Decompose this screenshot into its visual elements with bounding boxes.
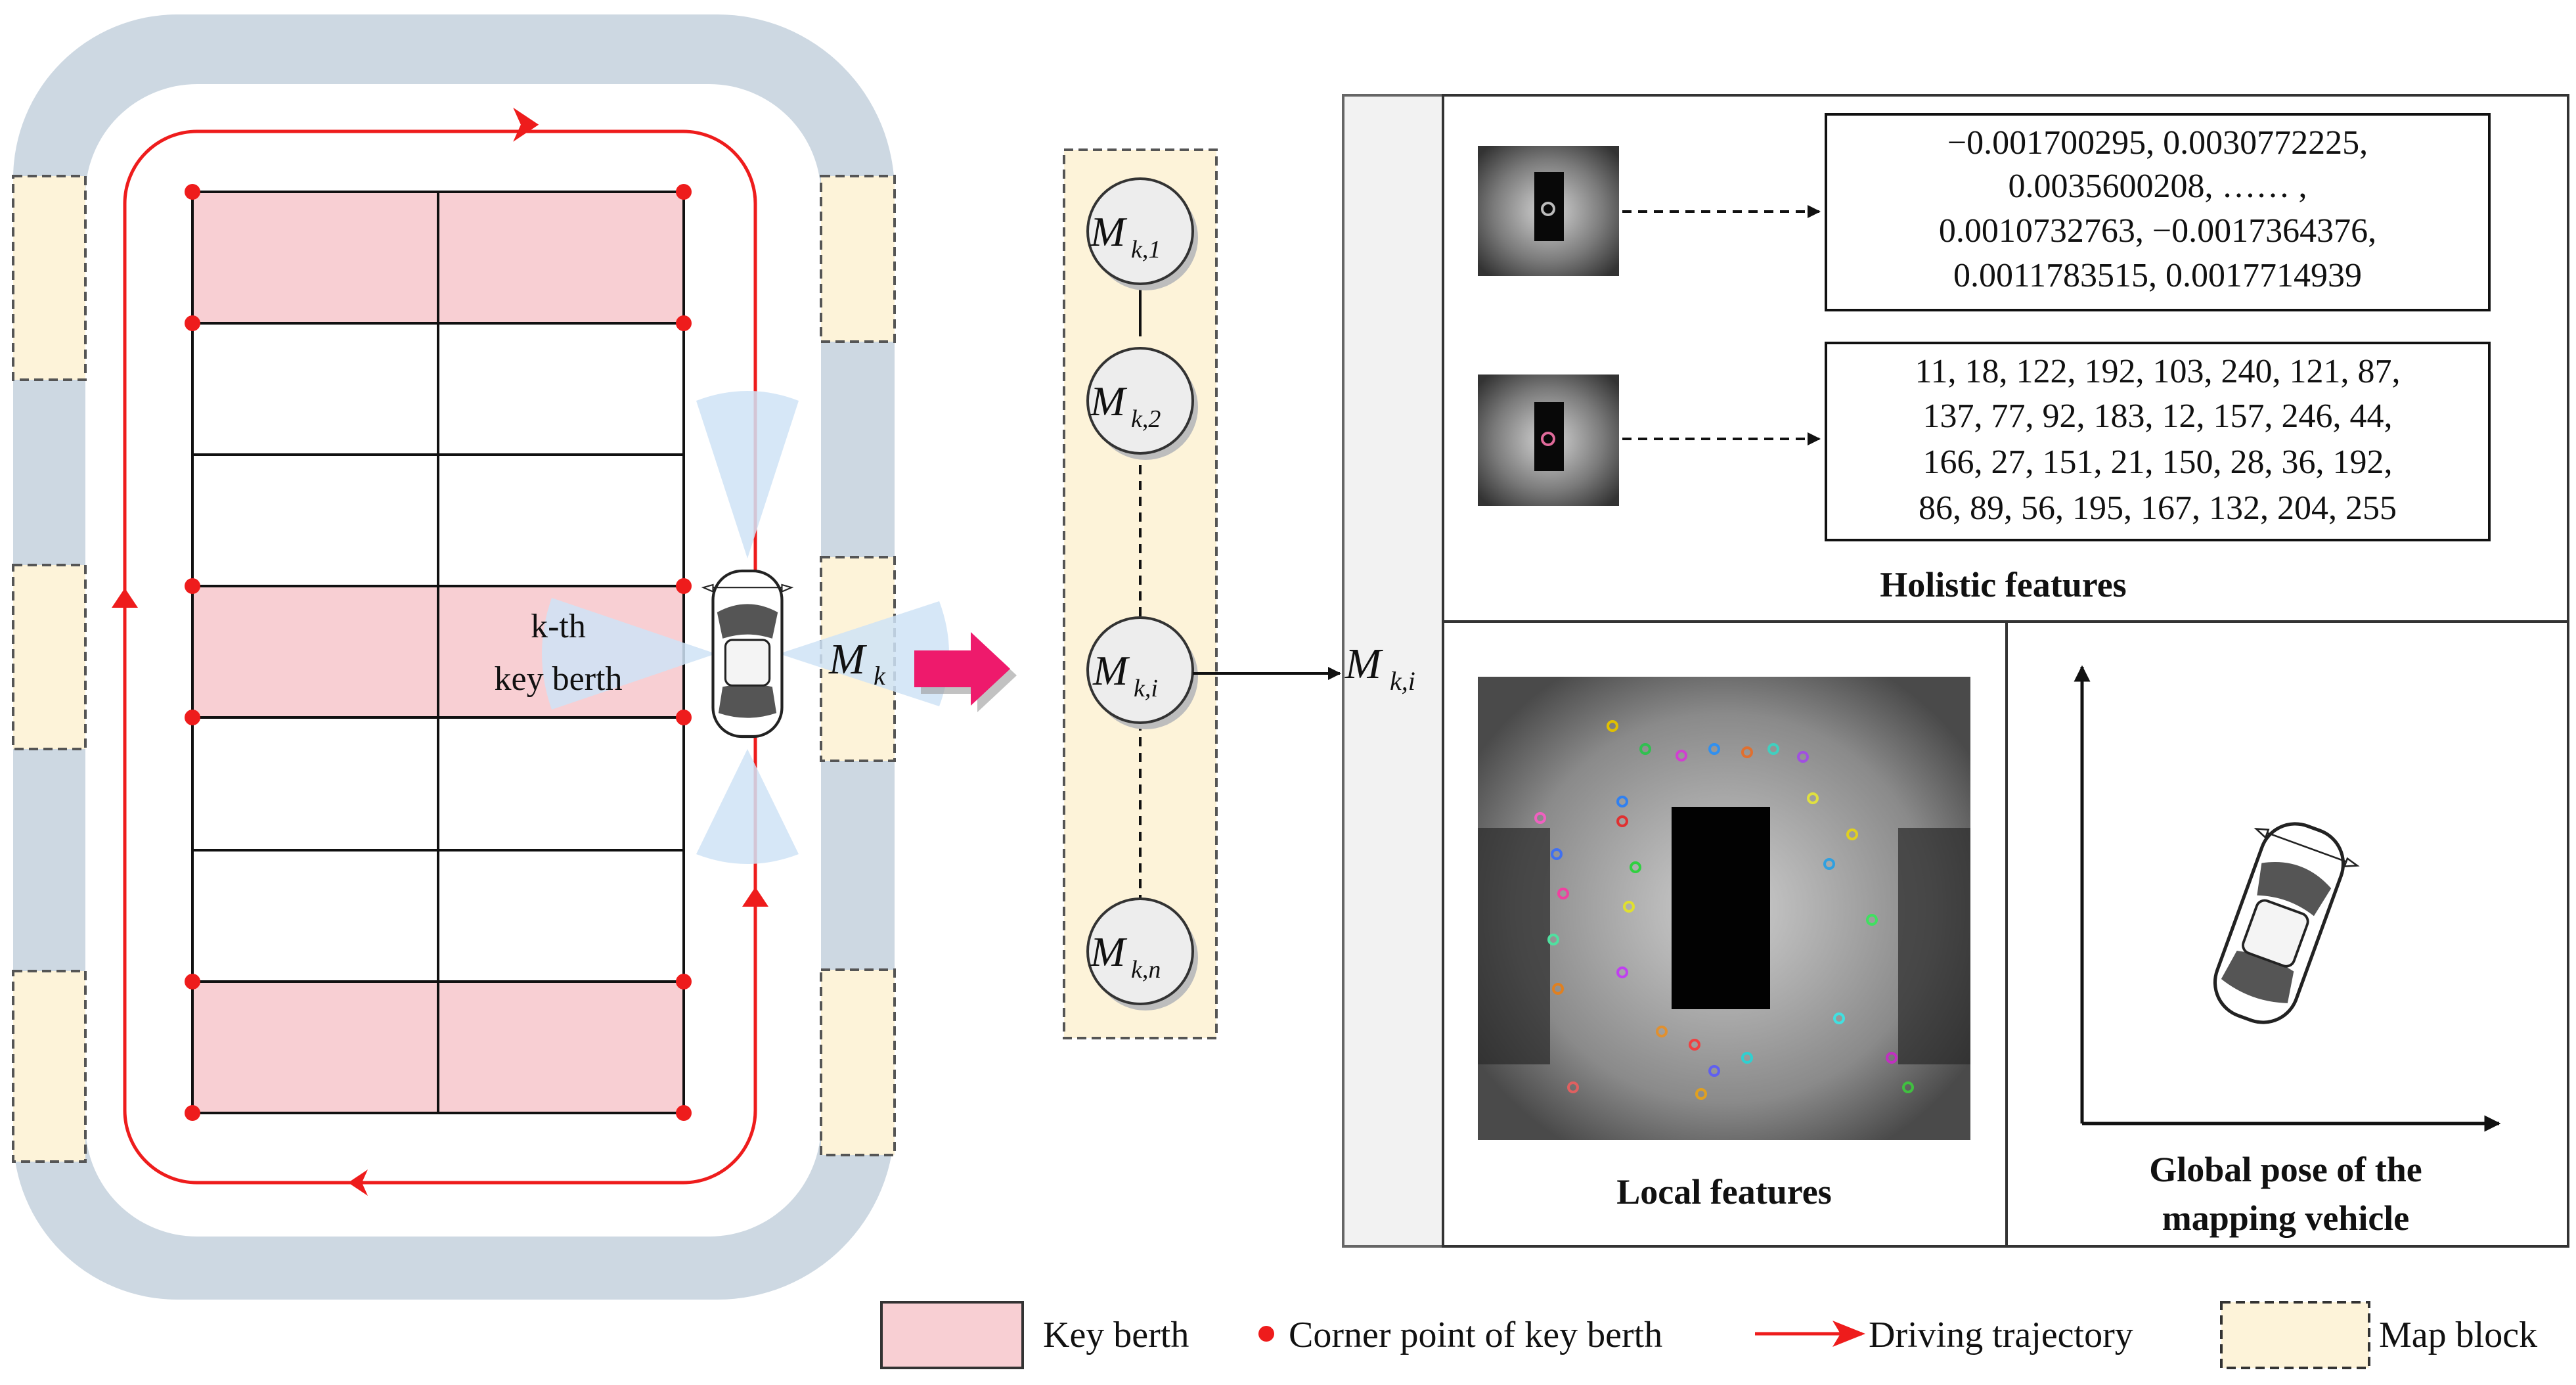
pose-node-kn: M k,n (1086, 897, 1198, 1010)
svg-text:M: M (1090, 208, 1128, 255)
svg-text:M: M (1344, 640, 1384, 688)
sensor-cone-left (542, 598, 716, 710)
driving-trajectory (123, 129, 757, 1185)
svg-text:0.0010732763, −0.0017364376,: 0.0010732763, −0.0017364376, (1939, 212, 2376, 250)
svg-text:M: M (1090, 928, 1128, 975)
legend-key-berth: Key berth (880, 1301, 1189, 1369)
sensor-cone-right (779, 601, 949, 706)
holistic-thumbnail-2 (1478, 375, 1619, 506)
svg-text:k,n: k,n (1131, 956, 1161, 984)
svg-text:M: M (1090, 378, 1128, 424)
svg-text:M: M (1092, 647, 1130, 694)
legend: Key berth Corner point of key berth Driv… (880, 1301, 2537, 1369)
local-features-title: Local features (1616, 1172, 1831, 1212)
keypoint-markers (1534, 720, 1914, 1100)
holistic-vector-1: −0.001700295, 0.0030772225, 0.0035600208… (1939, 124, 2376, 294)
trajectory-arrowheads (112, 107, 768, 1196)
legend-map-block: Map block (2220, 1301, 2537, 1369)
holistic-features-title: Holistic features (1880, 565, 2126, 604)
legend-corner-point: Corner point of key berth (1258, 1315, 1662, 1355)
svg-text:k: k (874, 661, 886, 691)
svg-text:Driving trajectory: Driving trajectory (1869, 1315, 2133, 1355)
map-block-strips (12, 175, 896, 1163)
transition-arrow (914, 632, 1017, 712)
block-side-strip (1342, 94, 1444, 1248)
map-block-left-3 (12, 970, 87, 1163)
svg-text:k,1: k,1 (1131, 236, 1161, 263)
global-pose-title-line1: Global pose of the (2149, 1150, 2422, 1189)
svg-text:Corner point of key berth: Corner point of key berth (1289, 1315, 1662, 1355)
svg-text:−0.001700295, 0.0030772225,: −0.001700295, 0.0030772225, (1947, 124, 2368, 162)
pose-node-ki: M k,i (1086, 616, 1198, 729)
map-block-right-3 (820, 968, 896, 1156)
local-features-image (1478, 677, 1970, 1140)
map-block-right-1 (820, 175, 896, 343)
mapping-vehicle-icon (703, 571, 791, 737)
holistic-vector-1-box (1825, 113, 2491, 311)
pose-node-k1: M k,1 (1086, 177, 1198, 290)
global-pose-axes (2074, 665, 2501, 1132)
svg-text:k,2: k,2 (1131, 405, 1161, 433)
key-berth-label-line1: k-th (531, 608, 586, 645)
svg-text:137, 77, 92, 183, 12, 157,: 137, 77, 92, 183, 12, 157, 246, 44, (1923, 397, 2393, 435)
pose-node-k2: M k,2 (1086, 347, 1198, 460)
corner-points (185, 184, 692, 1121)
map-block-left-2 (12, 564, 87, 750)
map-block-label: M k (828, 635, 886, 691)
sensor-cone-front (696, 391, 799, 558)
svg-text:M: M (828, 635, 868, 683)
sensor-cone-rear (696, 749, 799, 864)
svg-text:k,i: k,i (1390, 666, 1415, 696)
svg-text:11, 18, 122, 192, 103, 240, 1: 11, 18, 122, 192, 103, 240, 121, 87, (1915, 353, 2400, 390)
map-block-left-1 (12, 175, 87, 381)
pose-graph: M k,1 M k,2 M k,i M k,n (1063, 148, 1341, 1039)
parking-lot: k-th key berth M k (12, 14, 949, 1300)
holistic-vector-2-box (1825, 342, 2491, 541)
sensor-cones (542, 391, 949, 864)
block-panel: M k,i −0.001700295, 0.0030772225, 0.0035… (1342, 94, 2569, 1248)
svg-text:0.0035600208, …… ,: 0.0035600208, …… , (2009, 168, 2307, 205)
svg-text:0.0011783515, 0.0017714939: 0.0011783515, 0.0017714939 (1953, 257, 2362, 294)
holistic-thumbnail-1 (1478, 146, 1619, 276)
svg-text:k,i: k,i (1134, 675, 1158, 702)
svg-text:166, 27, 151, 21, 150, 28,: 166, 27, 151, 21, 150, 28, 36, 192, (1923, 443, 2393, 481)
legend-trajectory: Driving trajectory (1755, 1315, 2133, 1355)
key-berth-label-line2: key berth (495, 660, 623, 698)
block-side-label: M k,i (1344, 640, 1415, 696)
berth-grid (191, 191, 685, 1114)
svg-text:Map block: Map block (2379, 1315, 2537, 1355)
svg-text:86, 89, 56, 195, 167, 132, 2: 86, 89, 56, 195, 167, 132, 204, 255 (1919, 489, 2397, 527)
svg-text:Key berth: Key berth (1043, 1315, 1189, 1355)
holistic-vector-2: 11, 18, 122, 192, 103, 240, 121, 87, 137… (1915, 353, 2400, 527)
global-pose-title-line2: mapping vehicle (2162, 1198, 2410, 1238)
